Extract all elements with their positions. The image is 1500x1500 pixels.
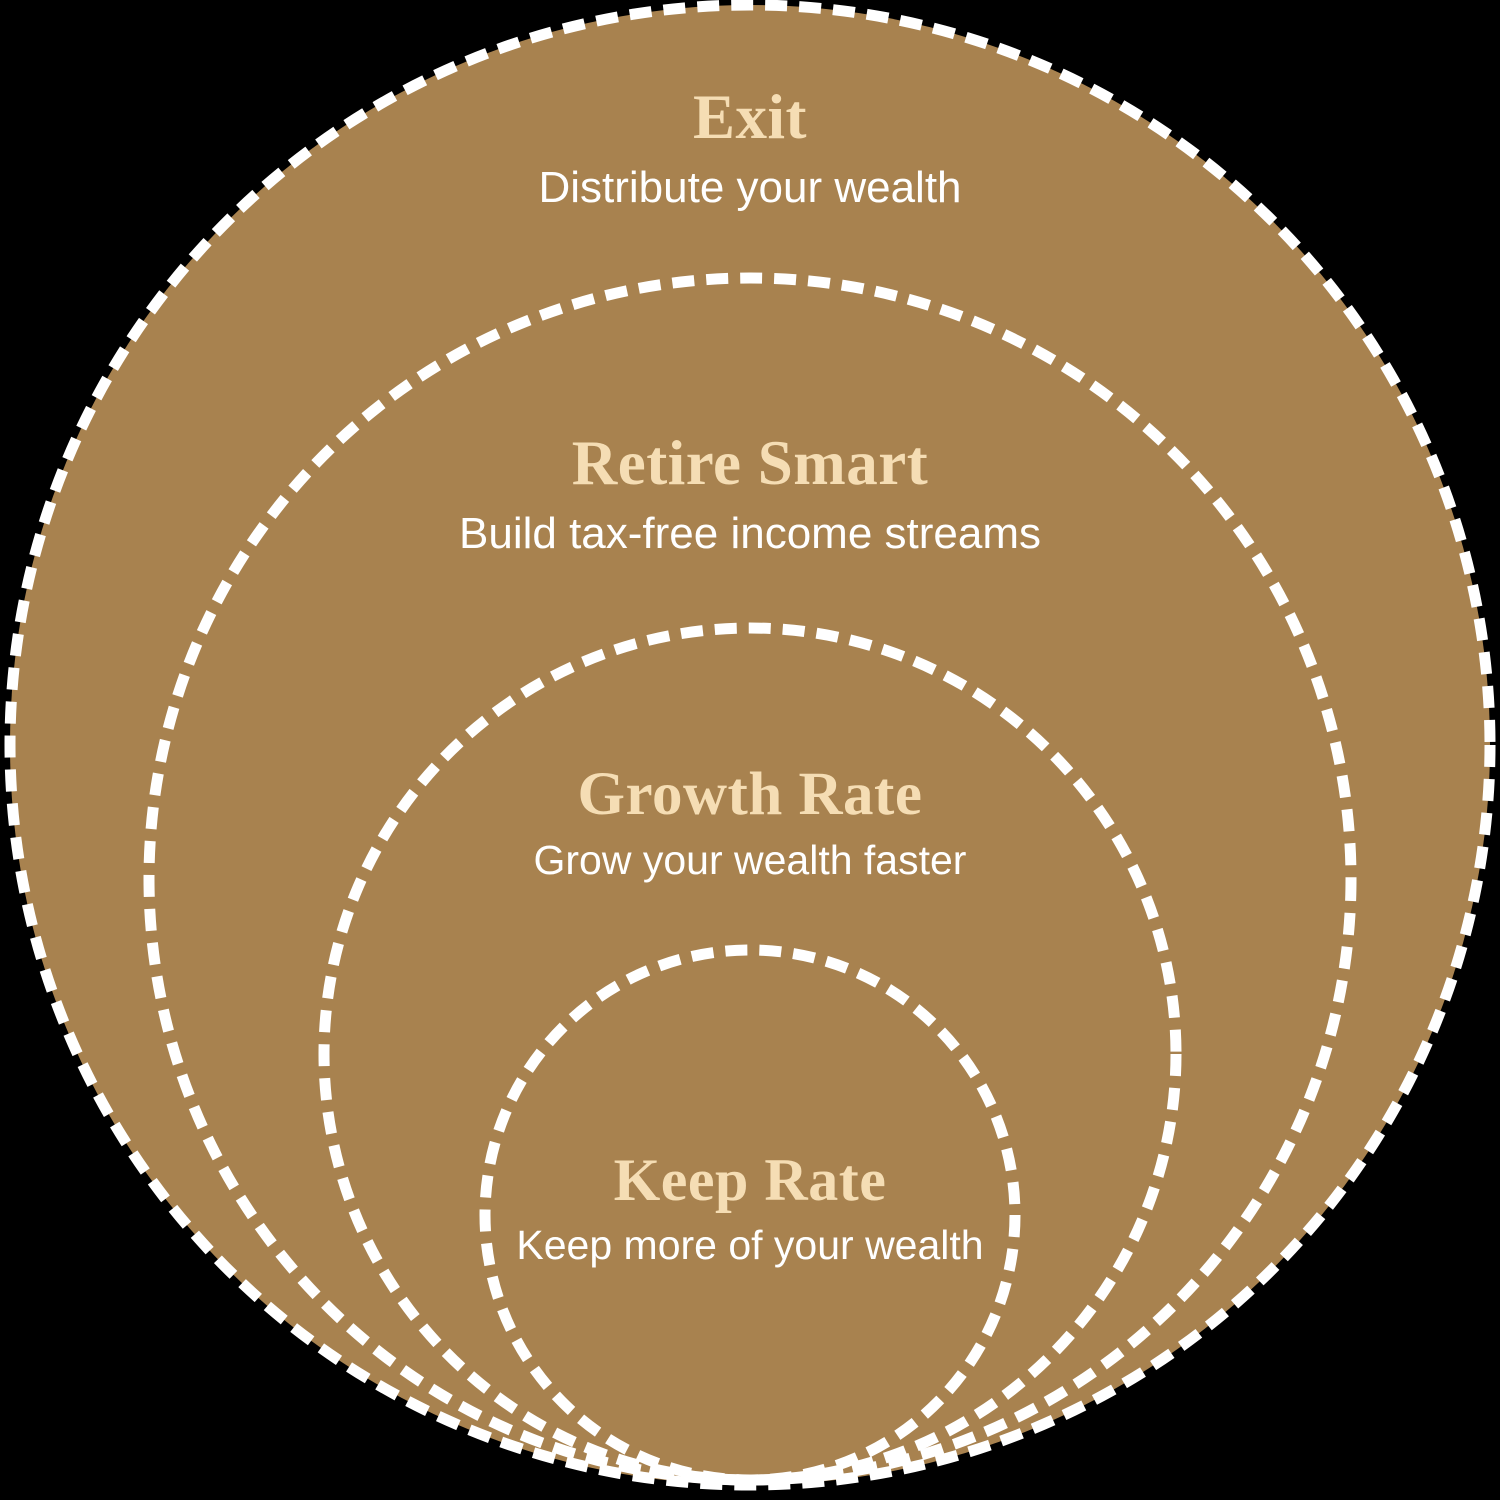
- ring-outline-growth-rate[interactable]: [318, 622, 1182, 1486]
- ring-outline-keep-rate[interactable]: [479, 944, 1021, 1486]
- circle-fill-exit: [10, 5, 1490, 1485]
- ring-outline-retire-smart[interactable]: [143, 272, 1357, 1486]
